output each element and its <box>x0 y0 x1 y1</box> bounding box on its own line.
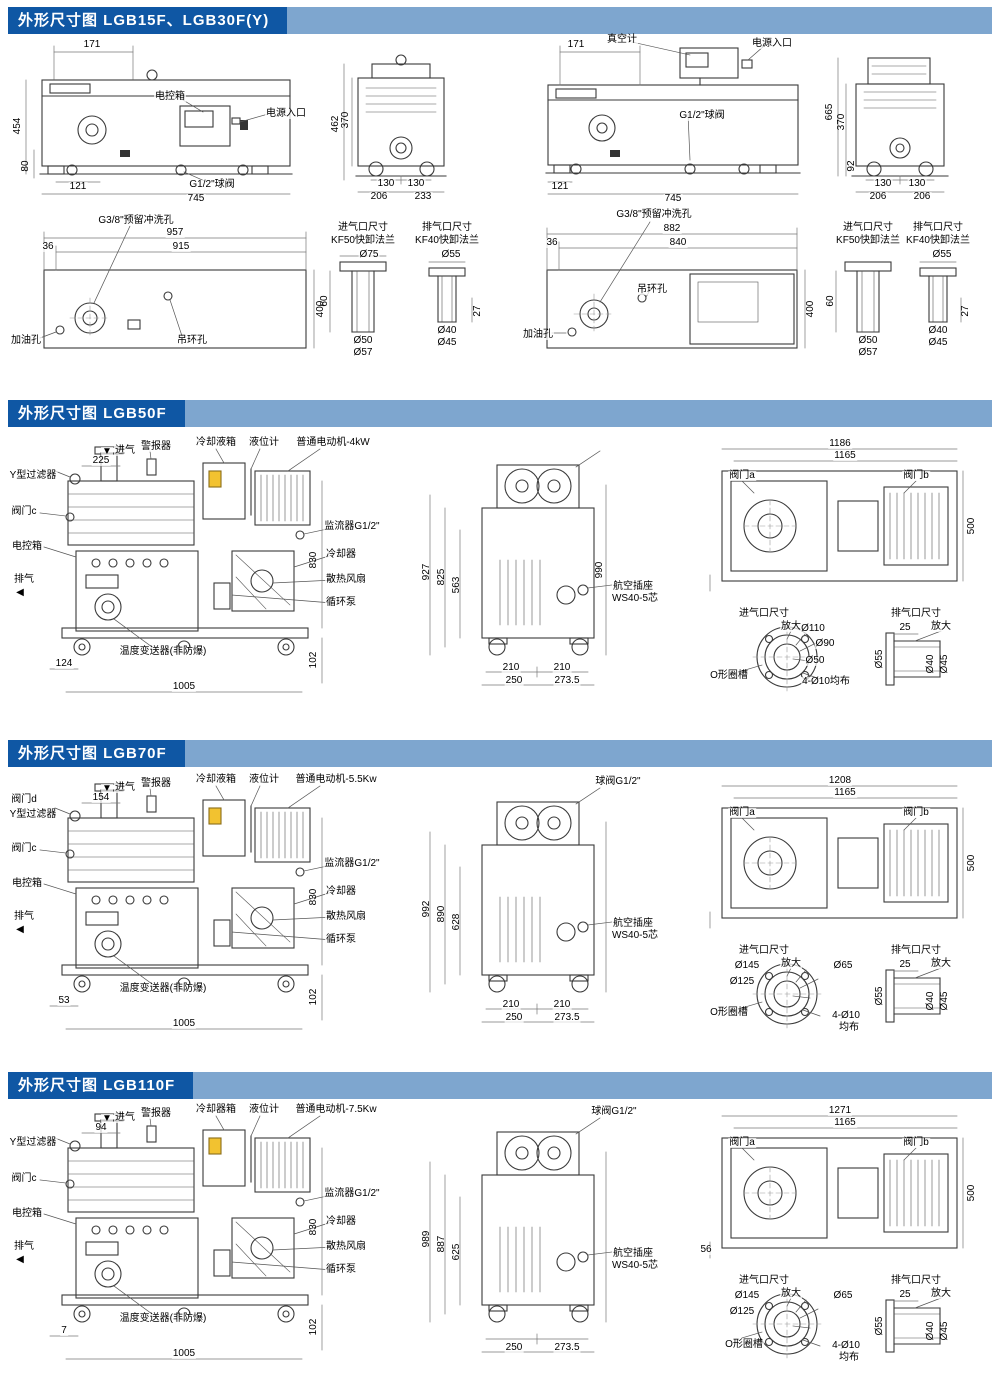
section-title: 外形尺寸图 LGB110F <box>8 1072 194 1099</box>
section-title: 外形尺寸图 LGB15F、LGB30F(Y) <box>8 7 288 34</box>
section-header-lgb15f-30f: 外形尺寸图 LGB15F、LGB30F(Y) <box>8 7 992 34</box>
section-title: 外形尺寸图 LGB50F <box>8 400 185 427</box>
section-header-lgb110f: 外形尺寸图 LGB110F <box>8 1072 992 1099</box>
section-header-lgb70f: 外形尺寸图 LGB70F <box>8 740 992 767</box>
section-header-lgb50f: 外形尺寸图 LGB50F <box>8 400 992 427</box>
lgb110f-drawings <box>39 1113 964 1360</box>
lgb70f-drawings <box>39 783 964 1030</box>
lgb50f-drawings <box>39 446 964 693</box>
lgb15f-30f-drawings <box>25 41 962 349</box>
section-title: 外形尺寸图 LGB70F <box>8 740 185 767</box>
